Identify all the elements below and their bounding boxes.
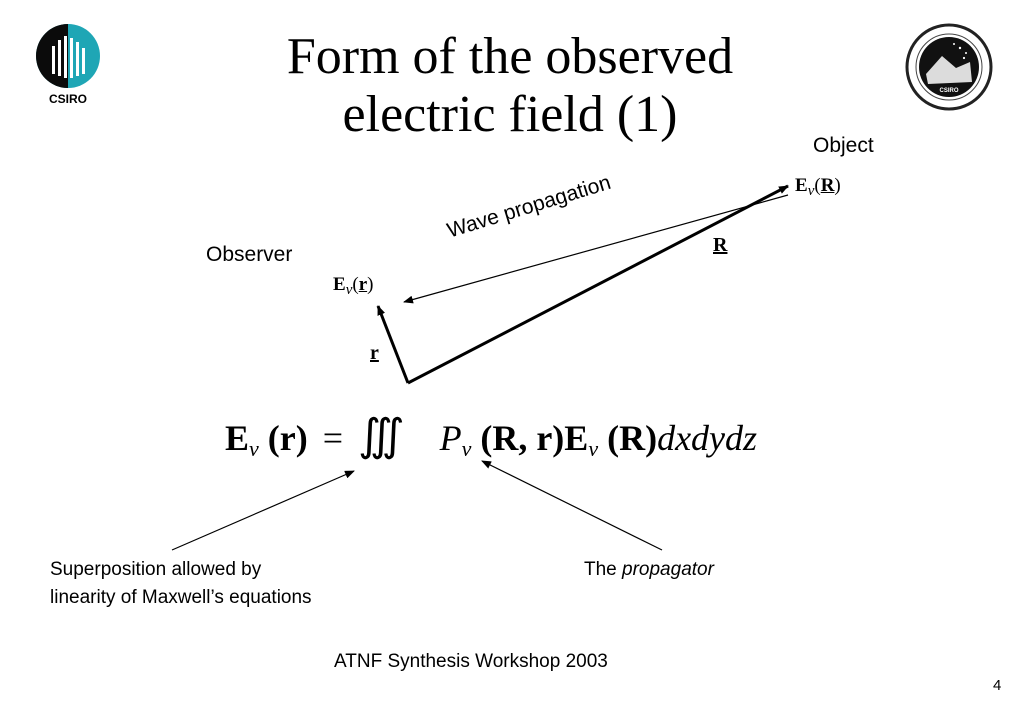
vector-R-label: R: [713, 234, 728, 256]
field-observer: Eν(r): [333, 274, 373, 299]
field-object-open: (: [814, 175, 821, 196]
caption-propagator-prefix: The: [584, 559, 623, 580]
eq-rhs-arg: (R): [607, 418, 658, 458]
field-observer-E: E: [333, 274, 346, 295]
page-number: 4: [993, 677, 1002, 694]
vector-R-arrow: [407, 184, 789, 385]
field-observer-nu: ν: [345, 282, 353, 298]
field-object-E: E: [795, 175, 808, 196]
eq-integral: ∭: [358, 411, 405, 460]
caption-superposition-line-2: linearity of Maxwell’s equations: [50, 587, 312, 608]
slide-title: Form of the observed electric field (1): [180, 28, 840, 144]
eq-rhs-sub: ν: [588, 436, 599, 461]
atnf-logo: CSIRO: [904, 22, 994, 112]
eq-P-sub: ν: [461, 436, 472, 461]
csiro-logo-icon: CSIRO: [32, 24, 104, 106]
field-object-close: ): [834, 175, 841, 196]
propagator-arrow: [481, 460, 663, 551]
field-observer-close: ): [367, 274, 374, 295]
field-object: Eν(R): [795, 175, 841, 200]
title-line-1: Form of the observed: [286, 28, 734, 85]
field-observer-var: r: [358, 274, 368, 295]
object-label: Object: [813, 134, 874, 157]
field-object-var: R: [820, 175, 835, 196]
caption-propagator: The propagator: [584, 556, 714, 584]
eq-P-arg: (R, r): [480, 418, 565, 458]
field-observer-open: (: [352, 274, 359, 295]
footer-text: ATNF Synthesis Workshop 2003: [334, 651, 608, 672]
main-equation: Eν (r) = ∭ Pν (R, r)Eν (R)dxdydz: [225, 410, 757, 462]
field-object-nu: ν: [807, 183, 815, 199]
observer-label: Observer: [206, 243, 293, 266]
eq-lhs-sub: ν: [249, 436, 259, 461]
eq-differential: dxdydz: [657, 418, 758, 458]
eq-rhs-E: E: [564, 418, 589, 458]
caption-superposition: Superposition allowed by linearity of Ma…: [50, 556, 312, 612]
eq-P: P: [439, 418, 462, 458]
wave-propagation-arrow: [403, 194, 789, 304]
csiro-logo: CSIRO: [28, 22, 108, 106]
eq-lhs-E: E: [225, 418, 250, 458]
atnf-logo-text: CSIRO: [939, 88, 958, 94]
vector-r-label: r: [370, 342, 379, 364]
eq-lhs-arg: (r): [267, 418, 308, 458]
eq-equals: =: [322, 418, 344, 458]
atnf-logo-icon: CSIRO: [905, 23, 993, 111]
caption-propagator-italic: propagator: [622, 559, 714, 580]
title-line-2: electric field (1): [342, 86, 678, 143]
superposition-arrow: [171, 470, 355, 551]
csiro-logo-text: CSIRO: [49, 92, 87, 106]
vector-r-arrow: [376, 305, 410, 384]
caption-superposition-line-1: Superposition allowed by: [50, 559, 262, 580]
